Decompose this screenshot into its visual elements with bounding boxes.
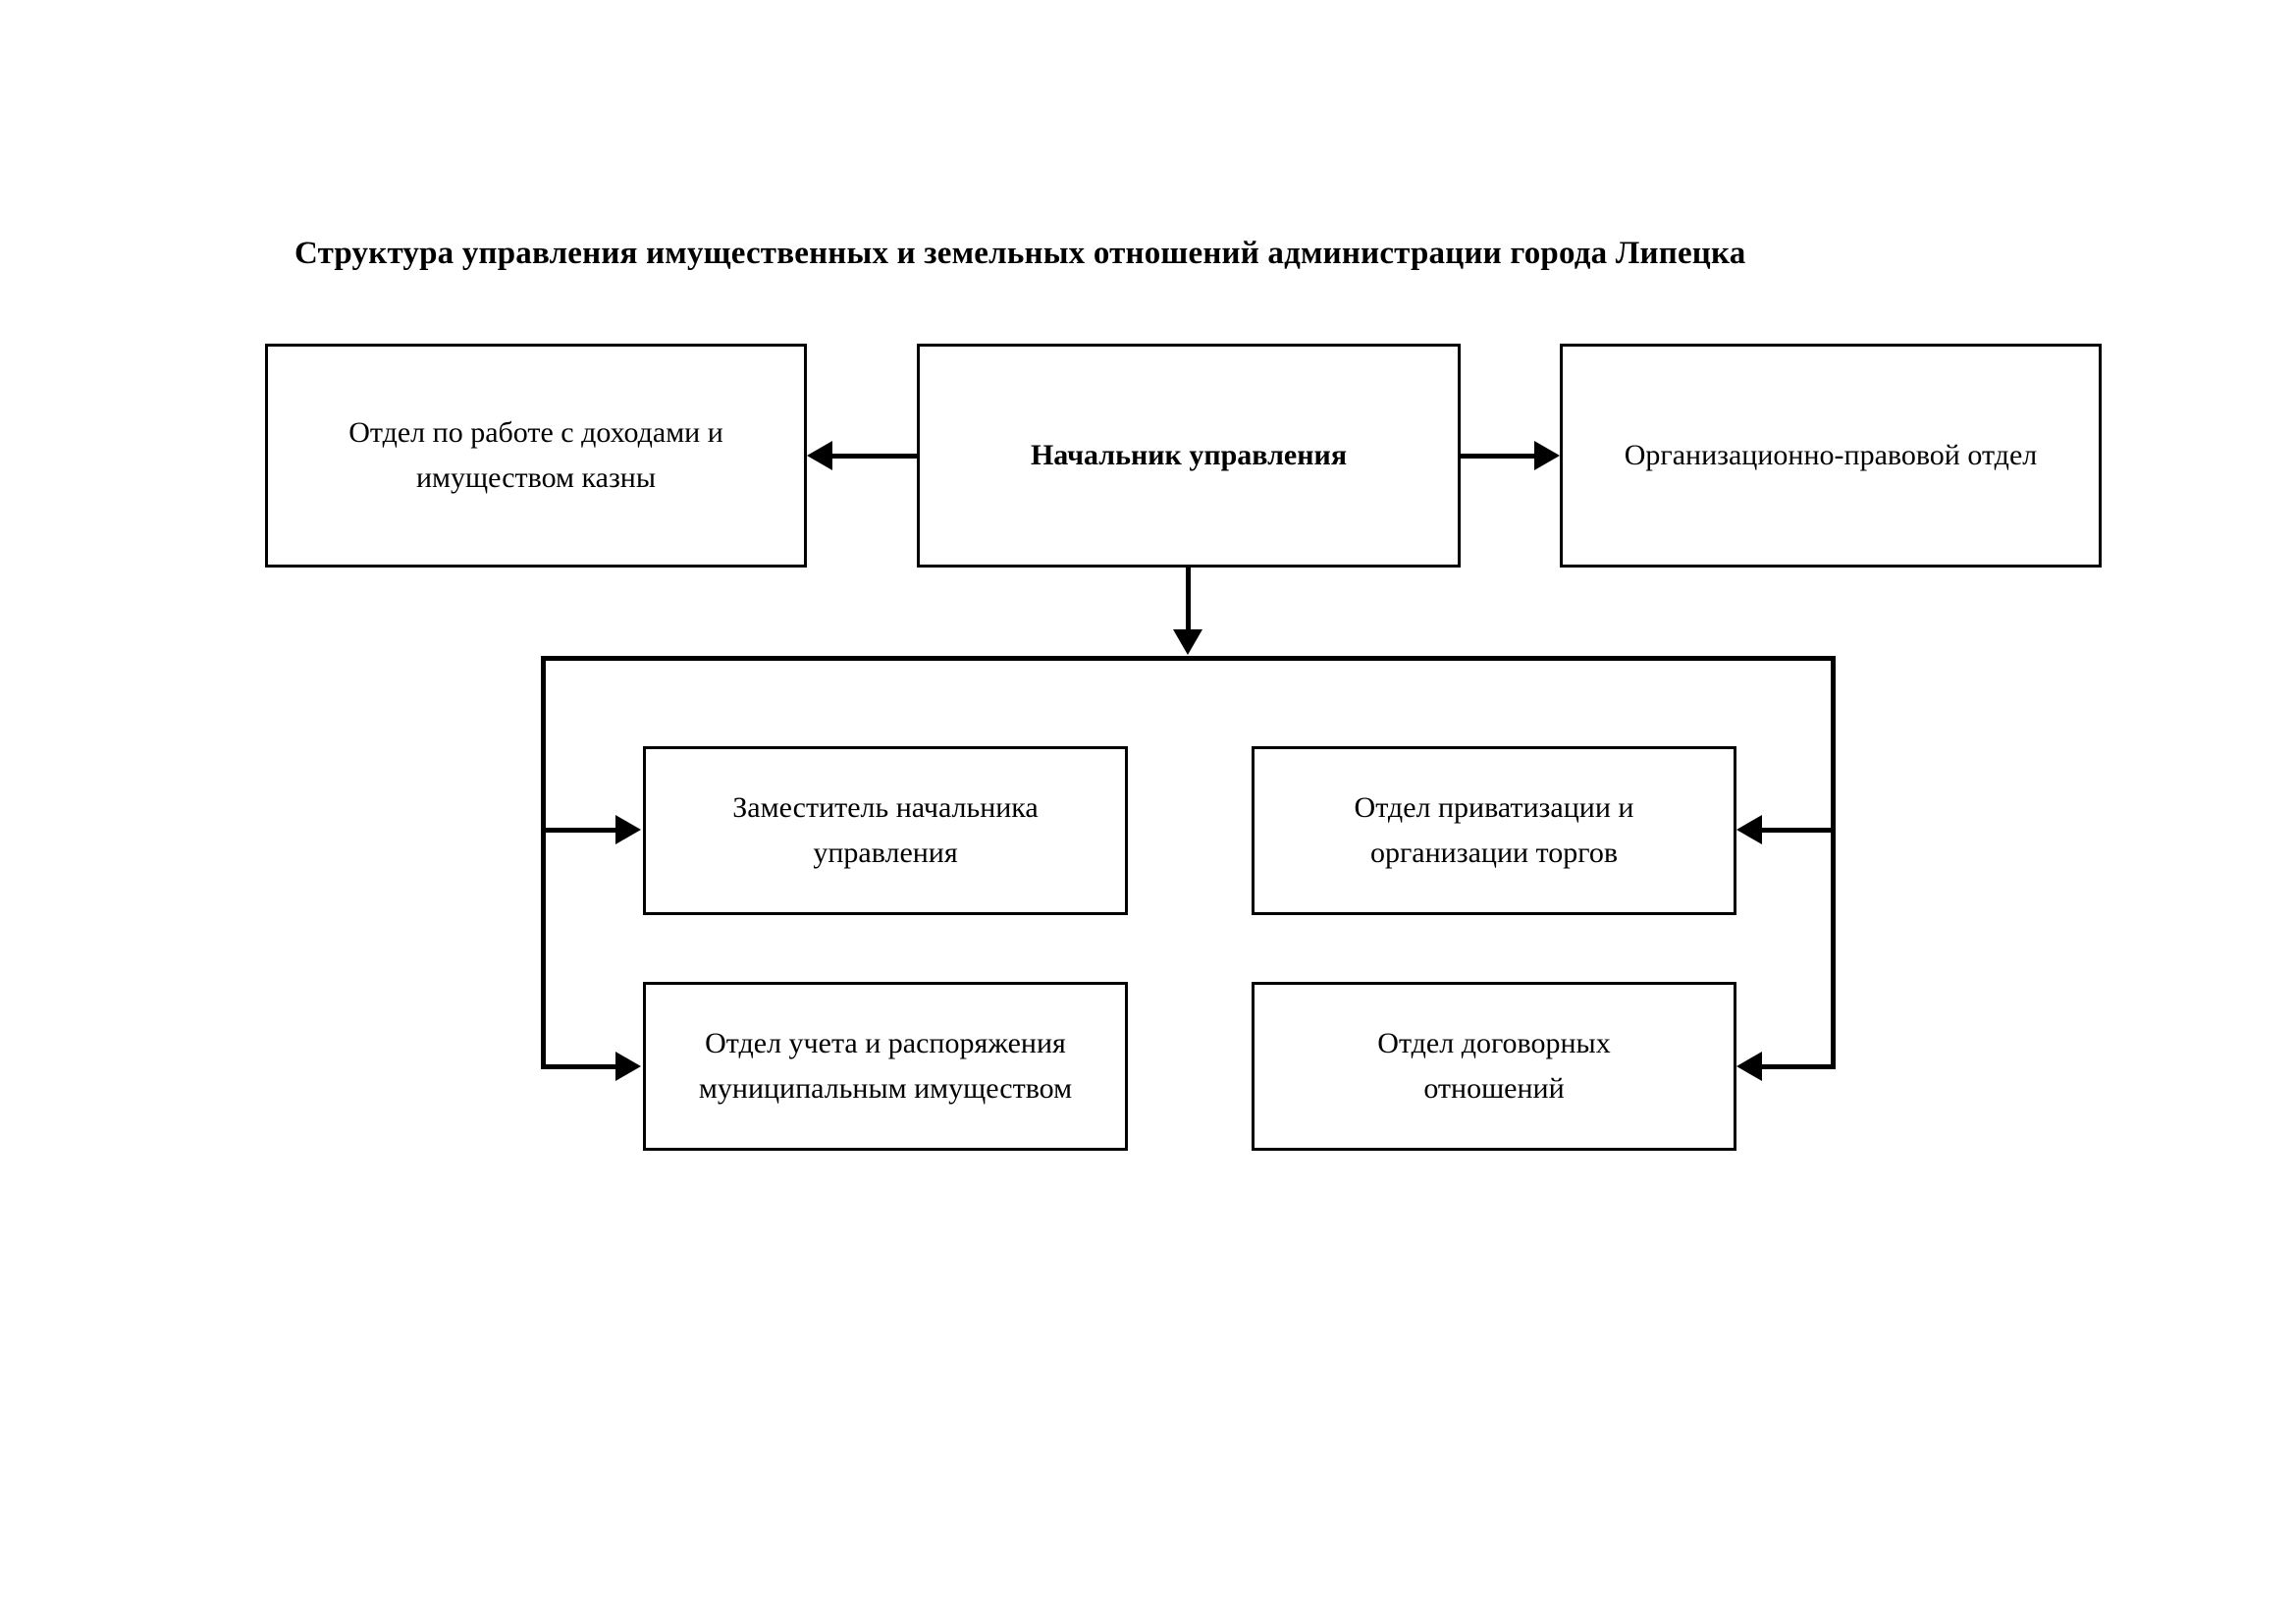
connector-chief-to-income bbox=[832, 454, 919, 459]
node-deputy-label: Заместитель начальника управления bbox=[660, 785, 1111, 877]
node-account-line1: Отдел учета и распоряжения bbox=[705, 1026, 1066, 1059]
node-income-property-department[interactable]: Отдел по работе с доходами и имуществом … bbox=[265, 344, 807, 568]
bracket-left-arm bbox=[541, 656, 546, 1069]
connector-bracket-to-deputy bbox=[541, 828, 617, 833]
connector-bracket-to-contracts bbox=[1762, 1064, 1836, 1069]
arrow-left-icon-to-contracts bbox=[1736, 1052, 1762, 1081]
node-contracts-department[interactable]: Отдел договорных отношений bbox=[1252, 982, 1736, 1151]
node-privat-line1: Отдел приватизации и bbox=[1354, 790, 1634, 824]
node-organizational-legal-department[interactable]: Организационно-правовой отдел bbox=[1560, 344, 2102, 568]
node-privat-label: Отдел приватизации и организации торгов bbox=[1268, 785, 1720, 877]
node-accounting-department[interactable]: Отдел учета и распоряжения муниципальным… bbox=[643, 982, 1128, 1151]
node-privat-line2: организации торгов bbox=[1370, 837, 1618, 869]
node-deputy-line1: Заместитель начальника bbox=[732, 790, 1039, 824]
arrow-right-icon-to-legal bbox=[1534, 441, 1560, 470]
node-contract-line1: Отдел договорных bbox=[1377, 1026, 1611, 1059]
node-deputy-chief[interactable]: Заместитель начальника управления bbox=[643, 746, 1128, 915]
node-privatization-department[interactable]: Отдел приватизации и организации торгов bbox=[1252, 746, 1736, 915]
bracket-right-arm bbox=[1831, 656, 1836, 1069]
connector-chief-down bbox=[1186, 568, 1191, 631]
node-contract-label: Отдел договорных отношений bbox=[1268, 1021, 1720, 1112]
connector-bracket-to-accounting bbox=[541, 1064, 617, 1069]
node-chief-label: Начальник управления bbox=[1030, 438, 1348, 471]
node-deputy-line2: управления bbox=[813, 837, 958, 869]
node-income-label: Отдел по работе с доходами и имуществом … bbox=[282, 410, 790, 502]
arrow-right-icon-to-deputy bbox=[615, 815, 641, 844]
connector-bracket-to-privatization bbox=[1762, 828, 1836, 833]
node-chief-of-department[interactable]: Начальник управления bbox=[917, 344, 1461, 568]
arrow-down-icon-to-bracket bbox=[1173, 629, 1202, 655]
connector-chief-to-legal bbox=[1461, 454, 1536, 459]
arrow-left-icon-to-privatization bbox=[1736, 815, 1762, 844]
bracket-top-rail bbox=[541, 656, 1836, 661]
arrow-left-icon-to-income bbox=[807, 441, 832, 470]
page-title: Структура управления имущественных и зем… bbox=[294, 236, 1746, 271]
node-contract-line2: отношений bbox=[1423, 1072, 1565, 1105]
node-legal-label: Организационно-правовой отдел bbox=[1624, 438, 2038, 471]
arrow-right-icon-to-accounting bbox=[615, 1052, 641, 1081]
node-income-line1: Отдел по работе с доходами и bbox=[348, 415, 723, 449]
node-account-label: Отдел учета и распоряжения муниципальным… bbox=[660, 1021, 1111, 1112]
node-income-line2: имуществом казны bbox=[416, 461, 656, 494]
node-account-line2: муниципальным имуществом bbox=[698, 1072, 1073, 1105]
